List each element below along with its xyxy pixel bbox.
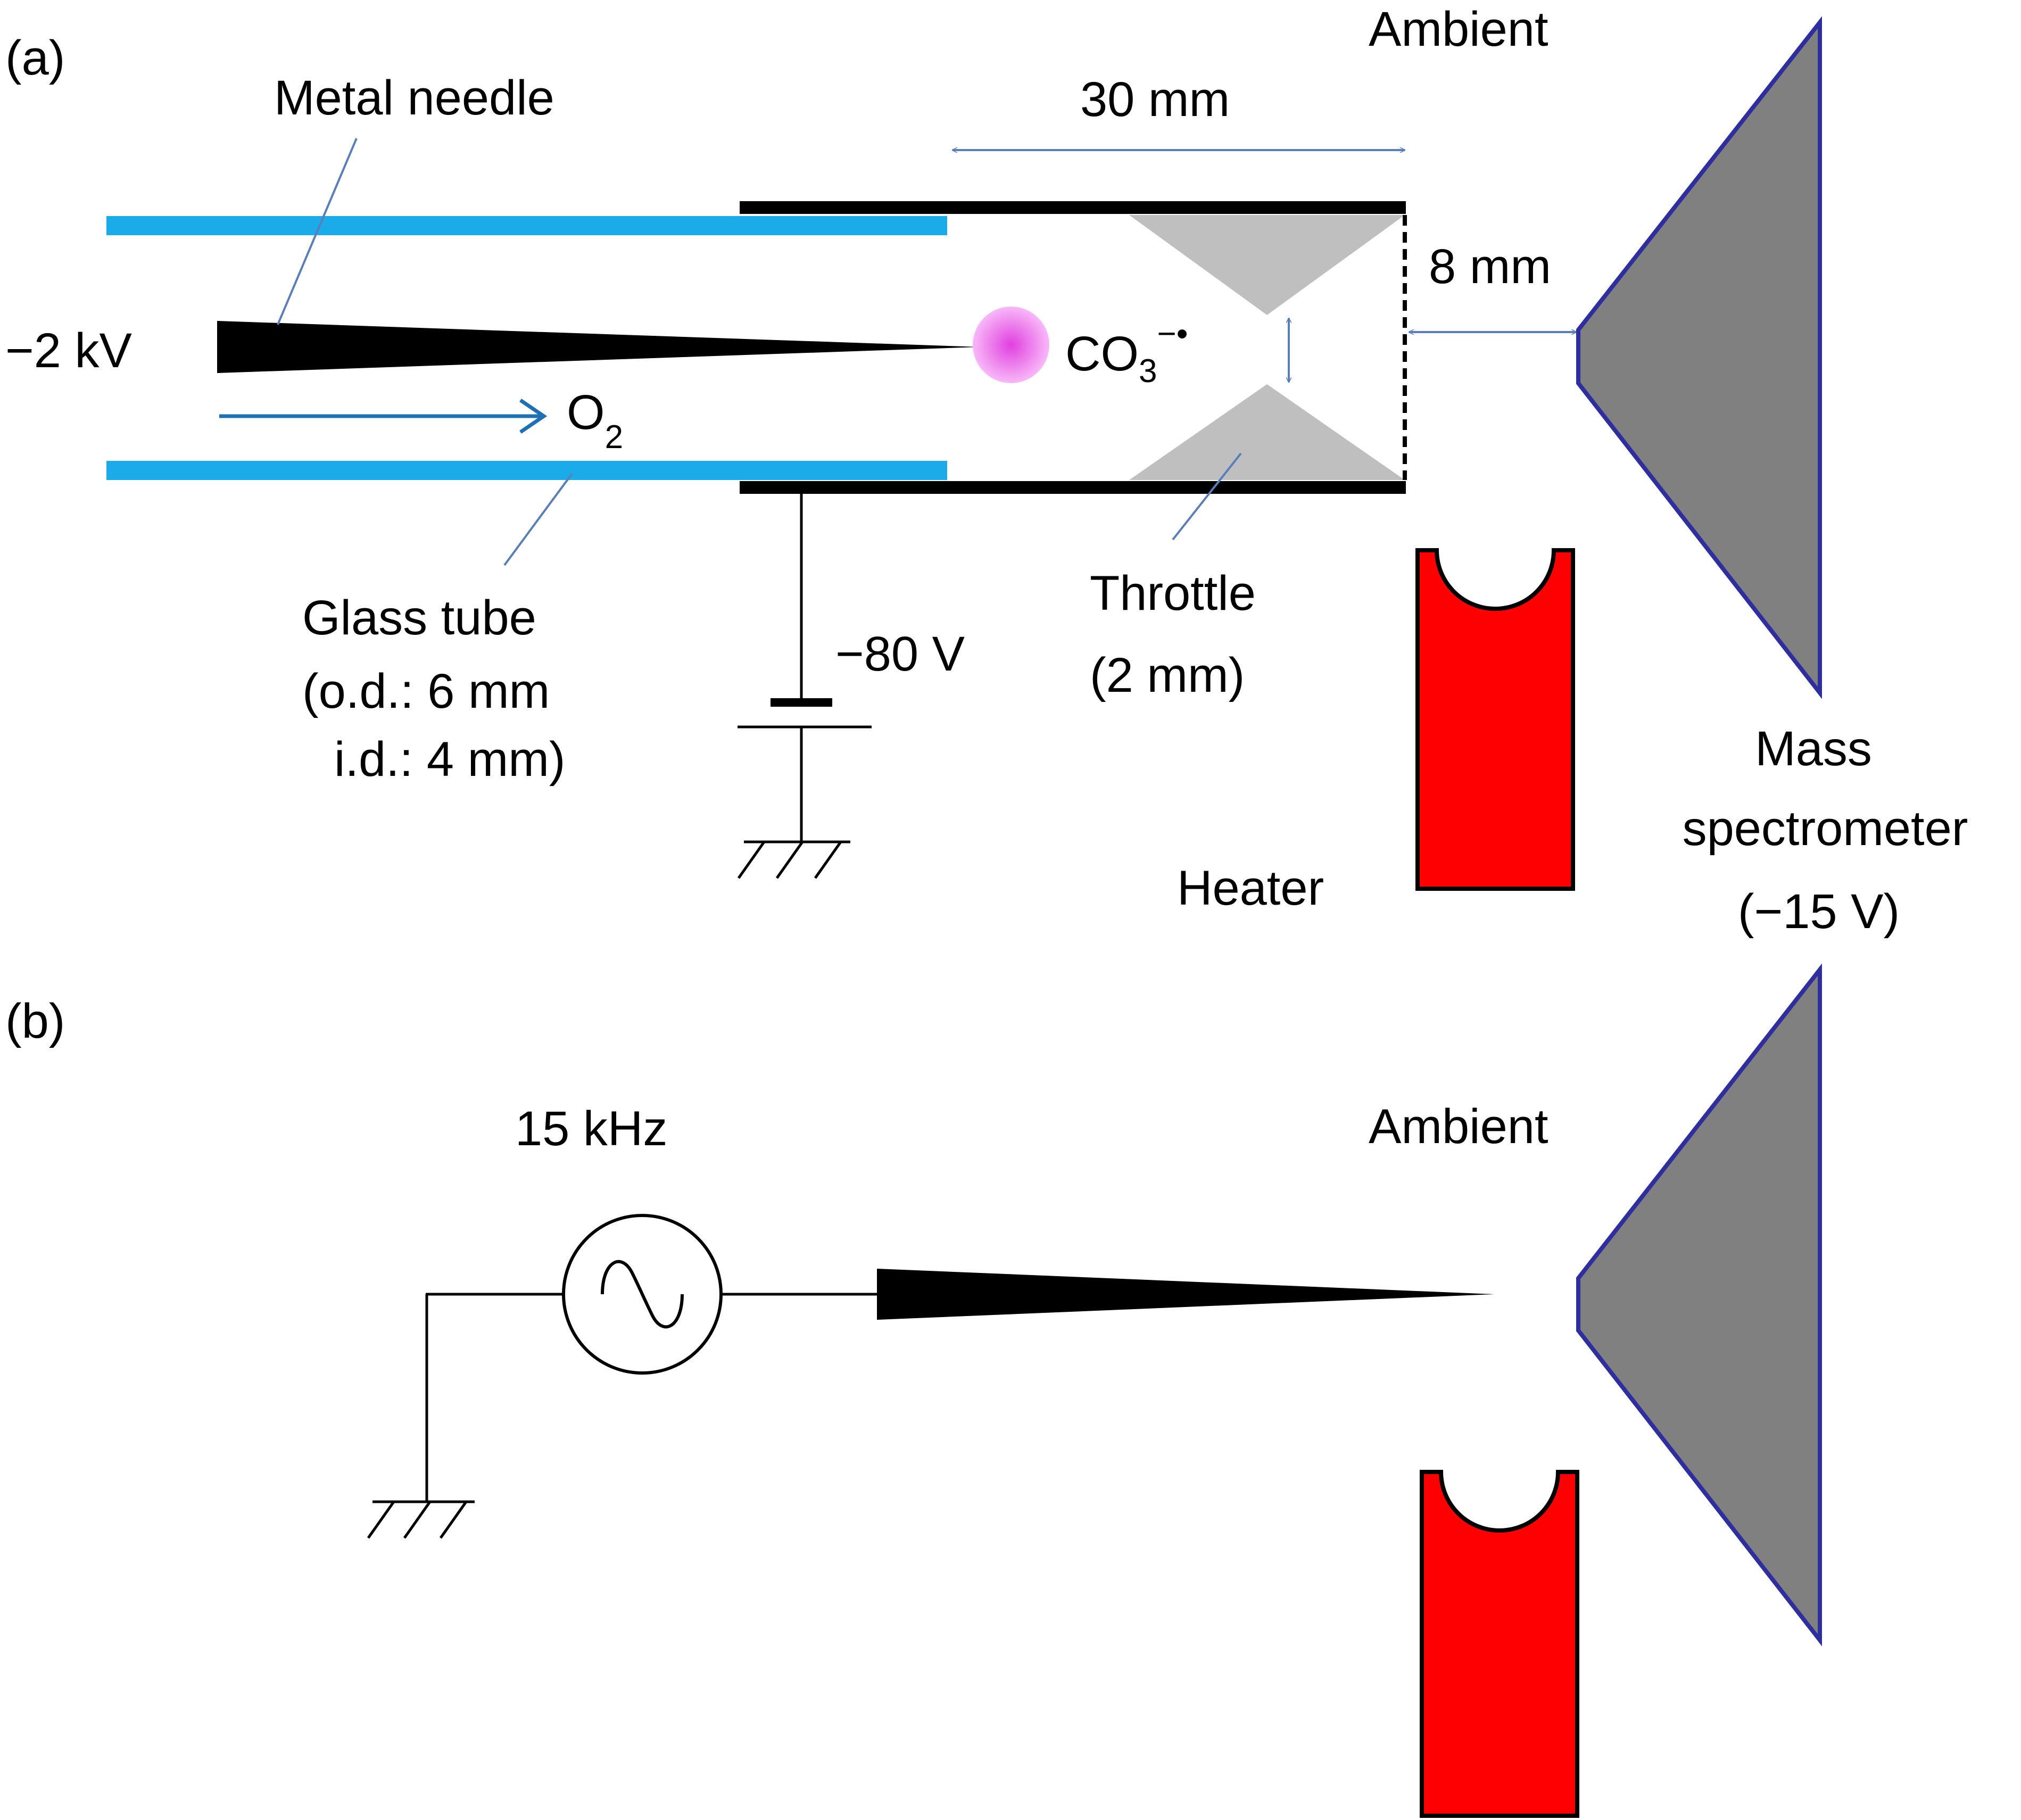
mass-spec-voltage-label: (−15 V) [1738, 884, 1900, 939]
mass-spec-label-line1: Mass [1755, 722, 1872, 776]
needle-leader-line [277, 138, 358, 325]
gap-dimension-label: 8 mm [1429, 239, 1551, 294]
gas-label: O2 [567, 385, 623, 456]
ambient-label-a: Ambient [1369, 2, 1548, 56]
plasma-glow [973, 307, 1049, 383]
glass-tube-lower-wall [106, 461, 947, 480]
glass-tube-id-label: i.d.: 4 mm) [334, 732, 565, 787]
gas-flow-arrowhead [519, 399, 548, 434]
throttle-size-label: (2 mm) [1090, 648, 1245, 702]
throttle-leader-line [1172, 452, 1242, 541]
metal-tube-upper-wall [740, 201, 1406, 214]
throttle-lower-cone [1129, 384, 1405, 480]
ground-icon [737, 840, 850, 879]
mass-spectrometer-inlet-b [1576, 963, 1822, 1647]
bias-voltage-label: −80 V [835, 627, 965, 681]
panel-a-label: (a) [5, 31, 65, 85]
throttle-upper-cone [1129, 215, 1405, 315]
mass-spectrometer-inlet-a [1576, 16, 1822, 699]
metal-needle-b [877, 1269, 1494, 1320]
needle-voltage-label: −2 kV [5, 324, 132, 378]
panel-b: (b) 15 kHz Ambient [5, 963, 1822, 1818]
heater-b [1420, 1470, 1579, 1818]
length-dimension-label: 30 mm [1080, 72, 1230, 127]
throttle-label: Throttle [1090, 566, 1256, 621]
panel-a: (a) Metal needle −2 kV CO3−• 30 mm 8 mm [5, 2, 1968, 939]
ion-label: CO3−• [1065, 316, 1188, 390]
glass-tube-upper-wall [106, 216, 947, 235]
ac-source-icon [562, 1214, 723, 1375]
glass-tube-od-label: (o.d.: 6 mm [302, 664, 550, 718]
frequency-label: 15 kHz [515, 1102, 667, 1156]
ground-icon [367, 1500, 475, 1539]
panel-b-label: (b) [5, 994, 65, 1048]
metal-tube-lower-wall [740, 481, 1406, 494]
metal-needle-label: Metal needle [274, 71, 554, 125]
heater-label: Heater [1177, 861, 1324, 915]
glass-tube-leader-line [503, 473, 573, 566]
heater-a [1415, 548, 1575, 891]
battery-icon [738, 494, 872, 842]
ambient-label-b: Ambient [1369, 1099, 1548, 1154]
metal-needle [217, 321, 979, 373]
mass-spec-label-line2: spectrometer [1683, 801, 1968, 856]
glass-tube-label: Glass tube [302, 591, 536, 645]
